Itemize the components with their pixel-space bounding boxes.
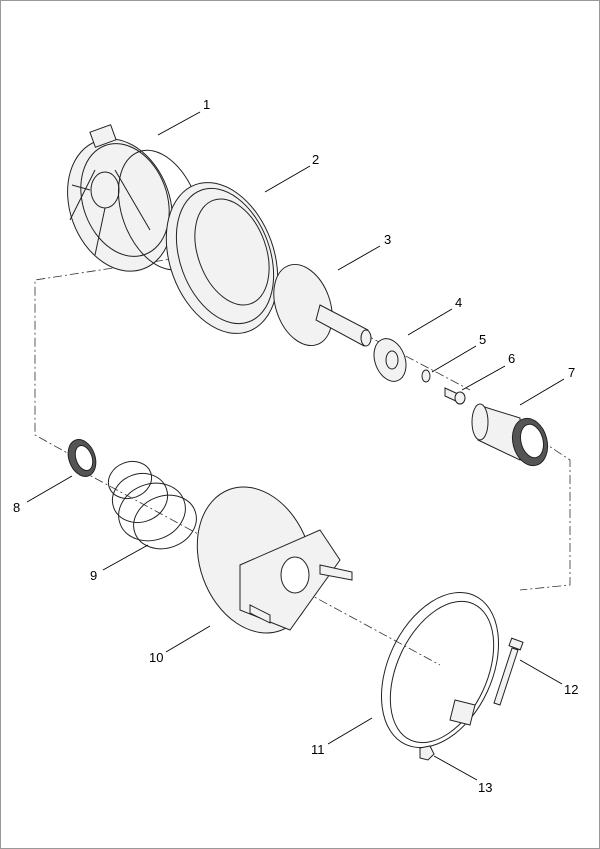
- part-10-chamber[interactable]: [178, 471, 353, 650]
- callout-3: 3: [384, 232, 392, 247]
- part-12-bolt[interactable]: [493, 637, 524, 706]
- callout-13: 13: [478, 780, 493, 795]
- part-6-pin[interactable]: [444, 387, 466, 405]
- leader-lines: [26, 111, 565, 781]
- callout-8: 8: [13, 500, 21, 515]
- callout-10: 10: [149, 650, 164, 665]
- callout-11: 11: [311, 742, 325, 757]
- part-3-push-plate[interactable]: [263, 256, 372, 353]
- callout-12: 12: [564, 682, 579, 697]
- part-4-retainer[interactable]: [368, 334, 411, 386]
- part-1-housing[interactable]: [50, 124, 217, 286]
- part-7-boot[interactable]: [471, 403, 553, 470]
- axis-line-upper: [119, 204, 471, 391]
- part-2-diaphragm[interactable]: [146, 167, 297, 349]
- part-5-washer[interactable]: [421, 369, 431, 383]
- part-13-nut[interactable]: [419, 745, 435, 761]
- callout-7: 7: [568, 365, 576, 380]
- callout-5: 5: [479, 332, 487, 347]
- callout-4: 4: [455, 295, 463, 310]
- part-8-seal[interactable]: [63, 436, 100, 481]
- part-9-spring[interactable]: [103, 456, 204, 558]
- callout-1: 1: [203, 97, 211, 112]
- part-11-clamp-ring[interactable]: [358, 574, 522, 767]
- callout-9: 9: [90, 568, 98, 583]
- callout-6: 6: [508, 351, 516, 366]
- callout-2: 2: [312, 152, 320, 167]
